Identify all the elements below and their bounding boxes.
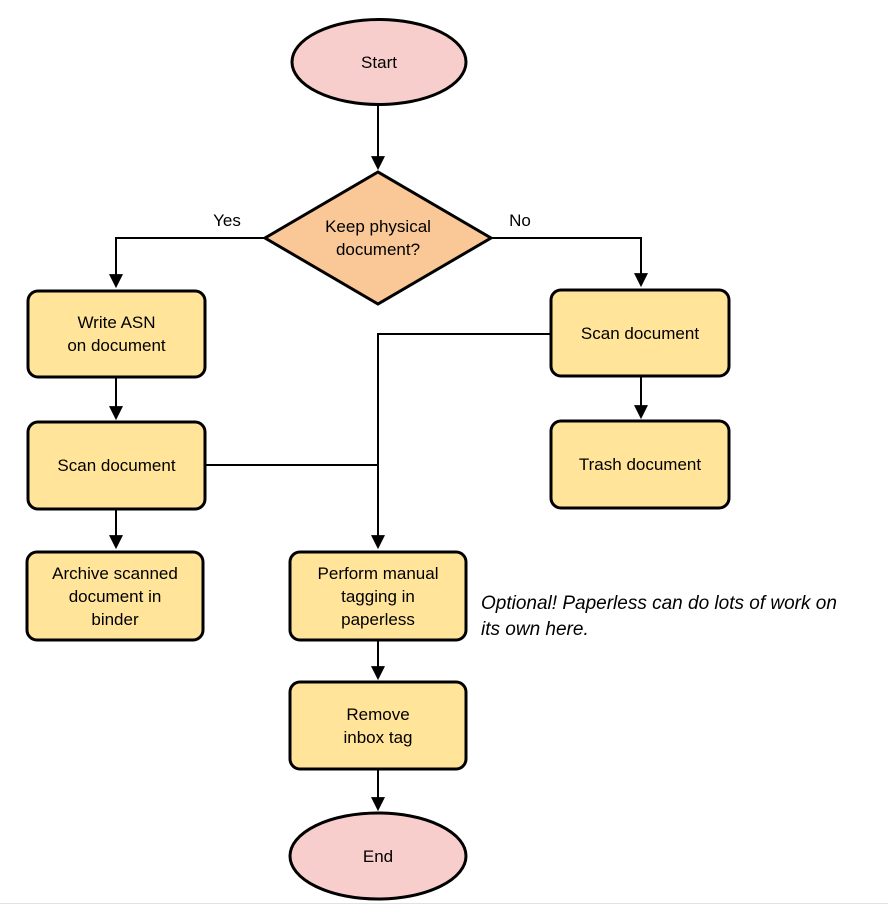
edge-label-yes: Yes bbox=[213, 211, 241, 230]
trash-node-shape bbox=[549, 419, 731, 510]
optional-note: Optional! Paperless can do lots of work … bbox=[481, 593, 837, 640]
edge-decision-yes bbox=[109, 237, 264, 289]
tagging-node-shape bbox=[288, 550, 468, 642]
remove-inbox-node-shape bbox=[288, 680, 468, 771]
end-node-shape bbox=[288, 811, 468, 901]
connectors bbox=[109, 104, 648, 812]
decision-node-shape bbox=[262, 170, 494, 306]
scan-right-node-shape bbox=[549, 288, 731, 378]
edge-label-no: No bbox=[509, 211, 531, 230]
edge-decision-no bbox=[492, 237, 648, 288]
scan-left-node-shape bbox=[26, 420, 207, 511]
archive-node-shape bbox=[25, 550, 205, 642]
nodes bbox=[25, 18, 731, 901]
edge-scanright-to-tagging bbox=[371, 333, 551, 550]
write-asn-node-shape bbox=[26, 289, 207, 379]
start-node-shape bbox=[290, 18, 468, 106]
canvas-bottom-edge bbox=[0, 903, 888, 904]
